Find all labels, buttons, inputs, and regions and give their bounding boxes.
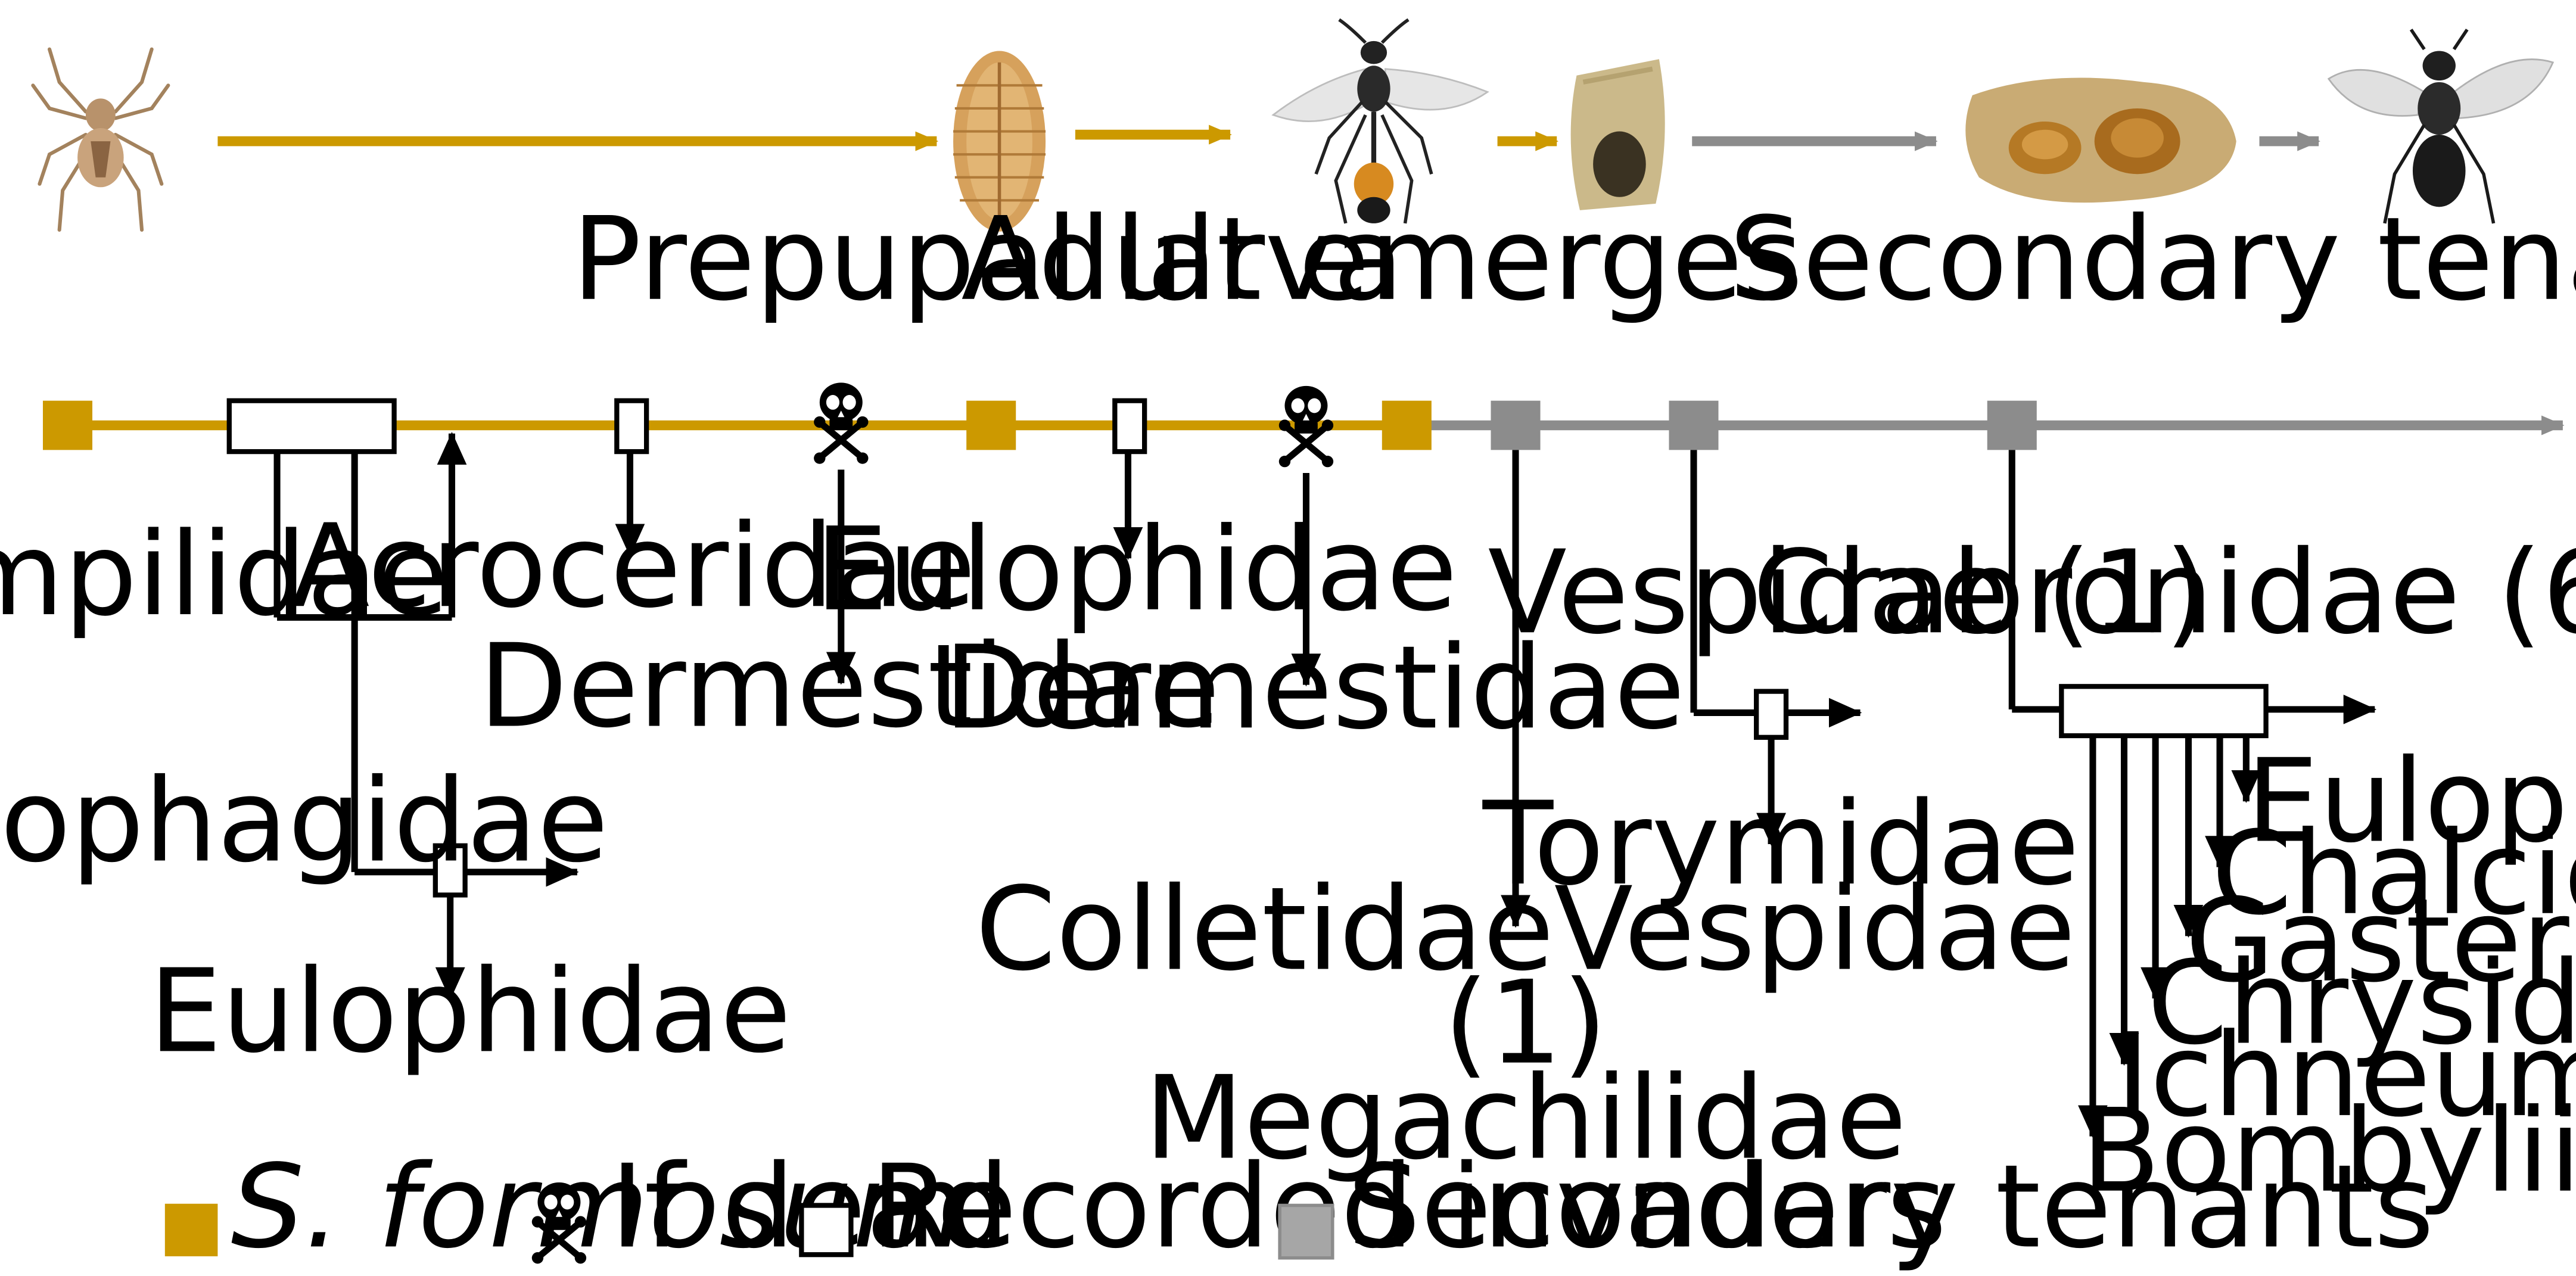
mud-nest-image <box>1570 59 1665 210</box>
label-acroceridae: Acroceridae <box>291 500 976 634</box>
adult-wasp-image <box>1271 18 1489 224</box>
legend-tenant-swatch <box>1278 1203 1334 1260</box>
stage-label-secondary-tenants: Secondary tenants <box>1729 192 2576 326</box>
prepupal-larva-image <box>953 51 1046 232</box>
legend-tenants-label: Secondary tenants <box>1348 1140 2434 1274</box>
tenant-branch-3 <box>2008 450 2377 1138</box>
opened-nest-cells-image <box>1965 77 2236 203</box>
invader-box-1 <box>226 398 397 455</box>
label-pompilidae: Pompilidae <box>0 508 449 642</box>
label-gasteruptiidae: Gasteruptiidae <box>2185 874 2576 1008</box>
tenant-square-3 <box>1987 400 2037 450</box>
invader-box-vespidae <box>1754 689 1789 740</box>
secondary-tenant-bee-image <box>2327 29 2555 224</box>
label-ichneumonidae: Ichneumonidae <box>2116 1009 2576 1143</box>
label-eulophidae-1: Eulophidae <box>149 945 791 1079</box>
label-dermestidae-2: Dermestidae <box>944 621 1685 755</box>
skull-icon-1 <box>814 382 868 463</box>
label-count-1: (1) <box>1443 956 1607 1090</box>
legend-invaders-label: Recorded invaders <box>871 1140 1947 1274</box>
invader-box-sarcophagidae <box>433 843 468 898</box>
host-square-2 <box>966 400 1016 450</box>
label-torymidae: Torymidae <box>1482 777 2080 911</box>
label-chalcididae: Chalcididae <box>2211 807 2576 941</box>
invader-box-crabronidae <box>2059 684 2269 739</box>
label-eulophidae-3: Eulophidae <box>2246 735 2576 869</box>
stage-label-prepupal-larva: Prepupal larva <box>572 192 1404 326</box>
host-square-3 <box>1382 400 1432 450</box>
label-crabronidae: Crabronidae (6) <box>1753 526 2576 660</box>
host-square-1 <box>42 400 93 450</box>
label-megachilidae: Megachilidae <box>1144 1051 1907 1185</box>
label-eulophidae-2: Eulophidae <box>815 503 1457 637</box>
invader-box-acroceridae <box>614 398 649 455</box>
legend-host-swatch <box>164 1203 218 1256</box>
label-bombyliidae: Bombyliidae <box>2082 1084 2576 1218</box>
legend: S. formosum If dead Recorded invaders Se… <box>164 1140 2434 1274</box>
tenant-square-1 <box>1491 400 1541 450</box>
invader-branch-1 <box>273 432 579 1000</box>
label-colletidae-vespidae: ColletidaeVespidae <box>975 863 2076 997</box>
stage-label-adult-emerges: Adult emerges <box>961 192 1803 326</box>
label-sarcophagidae: Sarcophagidae <box>0 754 608 888</box>
label-dermestidae-1: Dermestidae <box>478 620 1219 754</box>
label-chrysididae: Chrysididae (2) <box>2147 936 2576 1070</box>
invader-box-eulophidae-2 <box>1112 398 1147 455</box>
tenant-square-2 <box>1669 400 1719 450</box>
legend-invader-swatch <box>799 1203 854 1258</box>
label-vespidae: Vespidae (1) <box>1488 526 2209 660</box>
spider-image <box>31 47 170 232</box>
skull-icon-2 <box>1279 386 1333 467</box>
